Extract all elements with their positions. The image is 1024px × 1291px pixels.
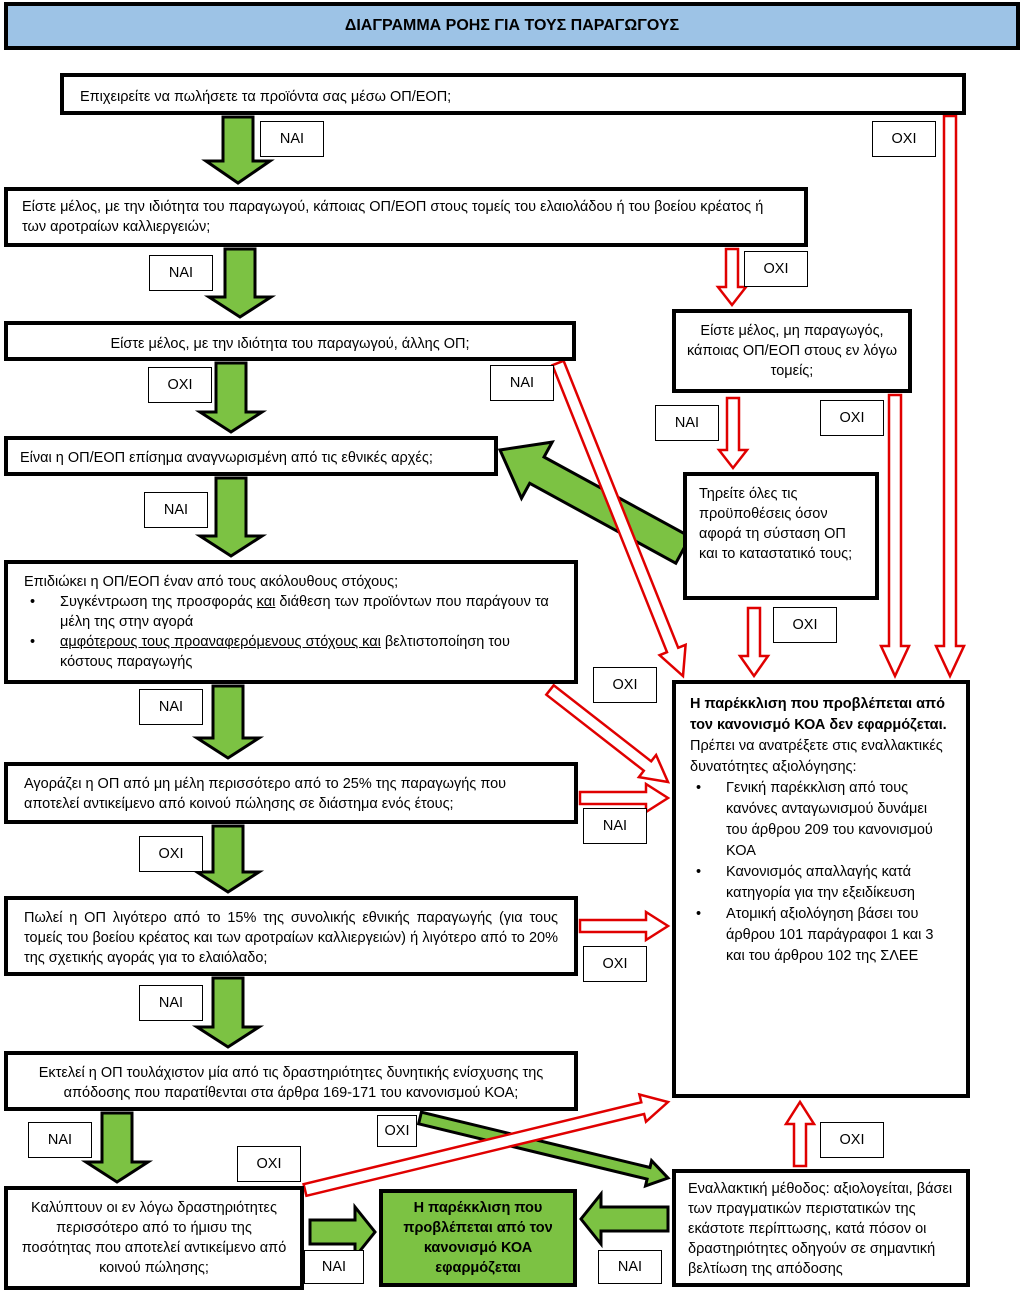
yes-label: ΝΑΙ — [144, 492, 208, 528]
yes-label: ΝΑΙ — [260, 121, 324, 157]
yes-arrow — [497, 440, 693, 566]
alternative-option: Γενική παρέκκλιση από τους κανόνες ανταγ… — [696, 778, 952, 862]
question-conditions-met: Τηρείτε όλες τις προϋποθέσεις όσον αφορά… — [683, 472, 879, 600]
yes-label: ΝΑΙ — [583, 808, 647, 844]
no-label: ΟΧΙ — [744, 251, 808, 287]
no-arrow — [578, 909, 671, 943]
yes-arrow — [191, 824, 265, 894]
yes-arrow — [194, 361, 268, 434]
diagram-title: ΔΙΑΓΡΑΜΜΑ ΡΟΗΣ ΓΙΑ ΤΟΥΣ ΠΑΡΑΓΩΓΟΥΣ — [4, 2, 1020, 50]
yes-label: ΝΑΙ — [139, 985, 203, 1021]
no-label: ΟΧΙ — [377, 1115, 417, 1147]
yes-arrow — [201, 115, 275, 185]
no-label: ΟΧΙ — [237, 1146, 301, 1182]
no-label: ΟΧΙ — [820, 1122, 884, 1158]
yes-arrow — [191, 684, 265, 760]
question-member-producer-sectors: Είστε μέλος, με την ιδιότητα του παραγωγ… — [4, 187, 808, 247]
no-label: ΟΧΙ — [872, 121, 936, 157]
no-arrow — [879, 393, 911, 679]
no-arrow — [716, 396, 750, 471]
not-applicable-text: Πρέπει να ανατρέξετε στις εναλλακτικές δ… — [690, 738, 943, 775]
yes-arrow — [203, 247, 277, 319]
question-purchases-non-members: Αγοράζει η ΟΠ από μη μέλη περισσότερο απ… — [4, 762, 578, 824]
no-arrow — [715, 247, 749, 308]
no-arrow — [934, 114, 966, 679]
question-member-other-po: Είστε μέλος, με την ιδιότητα του παραγωγ… — [4, 321, 576, 361]
yes-arrow — [579, 1189, 670, 1249]
alternative-option: Κανονισμός απαλλαγής κατά κατηγορία για … — [696, 862, 952, 904]
yes-label: ΝΑΙ — [149, 255, 213, 291]
yes-label: ΝΑΙ — [28, 1122, 92, 1158]
no-arrow — [550, 359, 688, 679]
no-label: ΟΧΙ — [773, 607, 837, 643]
result-derogation-applies: Η παρέκκλιση που προβλέπεται από τον καν… — [379, 1189, 577, 1287]
question-activities-cover-half: Καλύπτουν οι εν λόγω δραστηριότητες περι… — [4, 1186, 304, 1290]
yes-label: ΝΑΙ — [490, 365, 554, 401]
yes-arrow — [191, 976, 265, 1049]
question-sell-through-po: Επιχειρείτε να πωλήσετε τα προϊόντα σας … — [60, 73, 966, 115]
no-arrow — [544, 683, 671, 784]
no-arrow — [302, 1092, 671, 1198]
question-po-objectives: Επιδιώκει η ΟΠ/ΕΟΠ έναν από τους ακόλουθ… — [4, 560, 578, 684]
alternative-method-box: Εναλλακτική μέθοδος: αξιολογείται, βάσει… — [672, 1169, 970, 1287]
yes-label: ΝΑΙ — [304, 1250, 364, 1284]
no-label: ΟΧΙ — [139, 836, 203, 872]
yes-label: ΝΑΙ — [598, 1250, 662, 1284]
yes-arrow — [416, 1110, 671, 1189]
derogation-not-applicable-box: Η παρέκκλιση που προβλέπεται από τον καν… — [672, 680, 970, 1098]
yes-arrow — [80, 1111, 154, 1184]
no-label: ΟΧΙ — [820, 400, 884, 436]
question-efficiency-activities: Εκτελεί η ΟΠ τουλάχιστον μία από τις δρα… — [4, 1051, 578, 1111]
objective-item: αμφότερους τους προαναφερόμενους στόχους… — [30, 632, 558, 672]
not-applicable-heading: Η παρέκκλιση που προβλέπεται από τον καν… — [690, 696, 947, 733]
yes-label: ΝΑΙ — [655, 405, 719, 441]
no-arrow — [737, 606, 771, 679]
yes-label: ΝΑΙ — [139, 689, 203, 725]
no-label: ΟΧΙ — [593, 667, 657, 703]
alternative-option: Ατομική αξιολόγηση βάσει του άρθρου 101 … — [696, 904, 952, 967]
yes-arrow — [194, 476, 268, 558]
question-po-recognised: Είναι η ΟΠ/ΕΟΠ επίσημα αναγνωρισμένη από… — [4, 436, 498, 476]
question-market-share: Πωλεί η ΟΠ λιγότερο από το 15% της συνολ… — [4, 896, 578, 976]
objectives-intro: Επιδιώκει η ΟΠ/ΕΟΠ έναν από τους ακόλουθ… — [24, 574, 399, 590]
question-non-producer-member: Είστε μέλος, μη παραγωγός, κάποιας ΟΠ/ΕΟ… — [672, 309, 912, 393]
no-label: ΟΧΙ — [148, 367, 212, 403]
objective-item: Συγκέντρωση της προσφοράς και διάθεση τω… — [30, 592, 558, 632]
no-label: ΟΧΙ — [583, 946, 647, 982]
no-arrow — [783, 1099, 817, 1168]
no-arrow — [578, 781, 671, 815]
yes-arrow — [308, 1202, 377, 1262]
